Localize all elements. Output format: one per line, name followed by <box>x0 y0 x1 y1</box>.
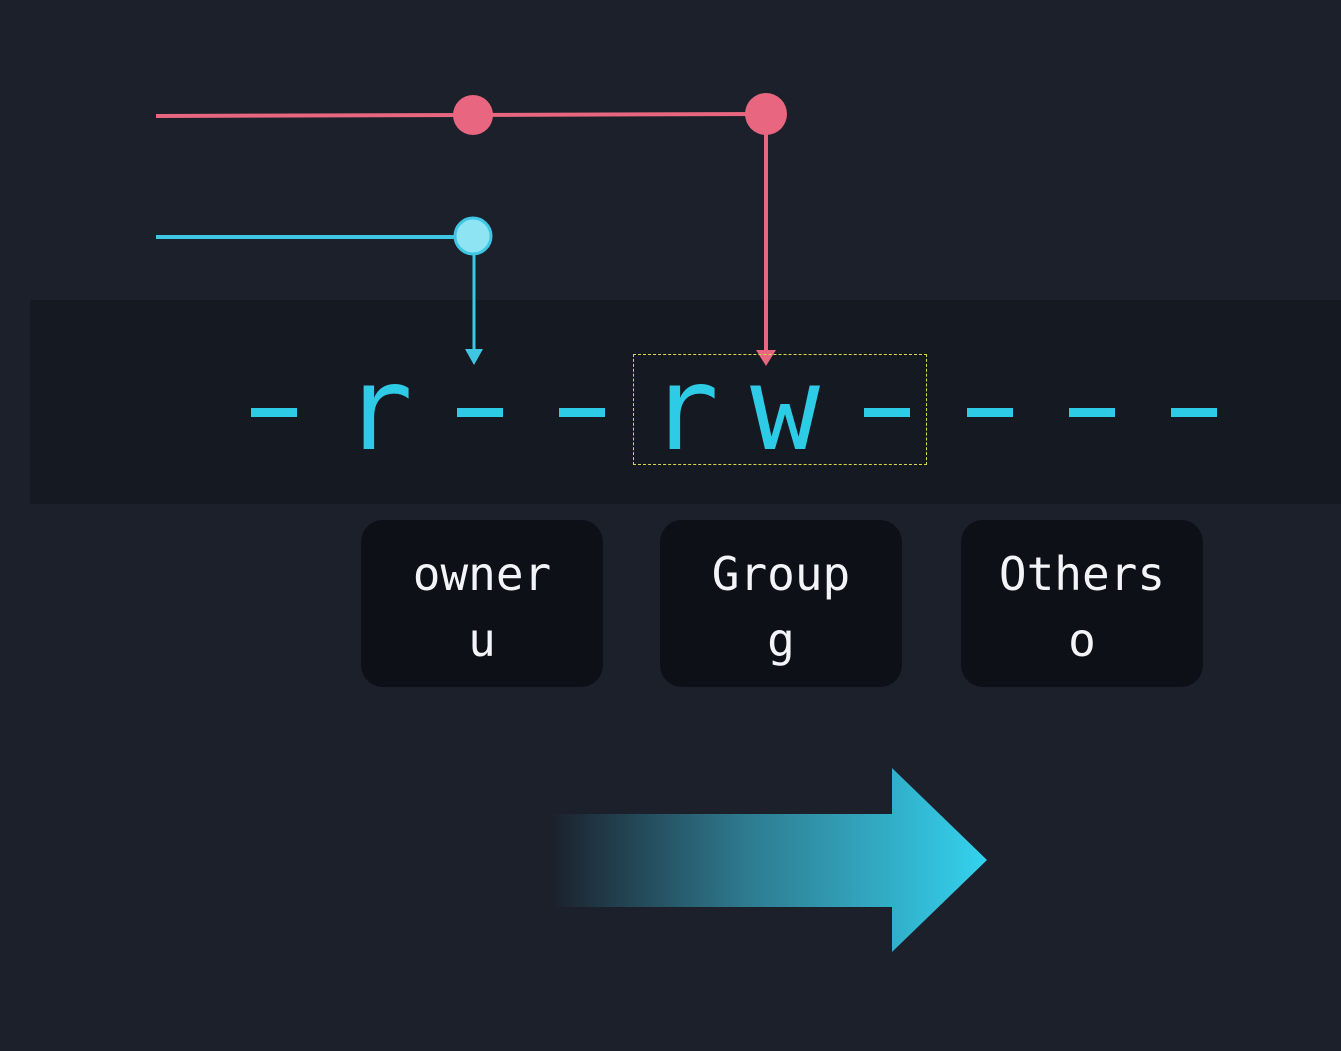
perm-char-5: r <box>649 342 719 477</box>
perm-char-8 <box>967 408 1013 417</box>
group-card-letter: g <box>767 613 795 667</box>
perm-char-10 <box>1171 408 1217 417</box>
others-card-letter: o <box>1068 613 1096 667</box>
others-card-name: Others <box>998 547 1166 601</box>
cyan-arrowhead <box>465 349 483 365</box>
perm-char-7 <box>864 408 910 417</box>
perm-char-9 <box>1069 408 1115 417</box>
perm-char-2: r <box>343 342 413 477</box>
owner-card-letter: u <box>468 613 496 667</box>
pink-node-right <box>745 93 787 135</box>
perm-char-1 <box>251 408 297 417</box>
arrow-right-icon <box>550 768 987 952</box>
group-highlight-box <box>633 354 927 465</box>
owner-card-name: owner <box>412 547 552 601</box>
permission-string-band <box>30 300 1341 504</box>
perm-char-6: w <box>750 342 820 477</box>
pink-node-left <box>453 95 493 135</box>
cyan-node <box>453 216 493 256</box>
owner-card: owner u <box>361 520 603 687</box>
group-card-name: Group <box>711 547 851 601</box>
others-card: Others o <box>961 520 1203 687</box>
perm-char-4 <box>559 408 605 417</box>
perm-char-3 <box>457 408 503 417</box>
group-card: Group g <box>660 520 902 687</box>
